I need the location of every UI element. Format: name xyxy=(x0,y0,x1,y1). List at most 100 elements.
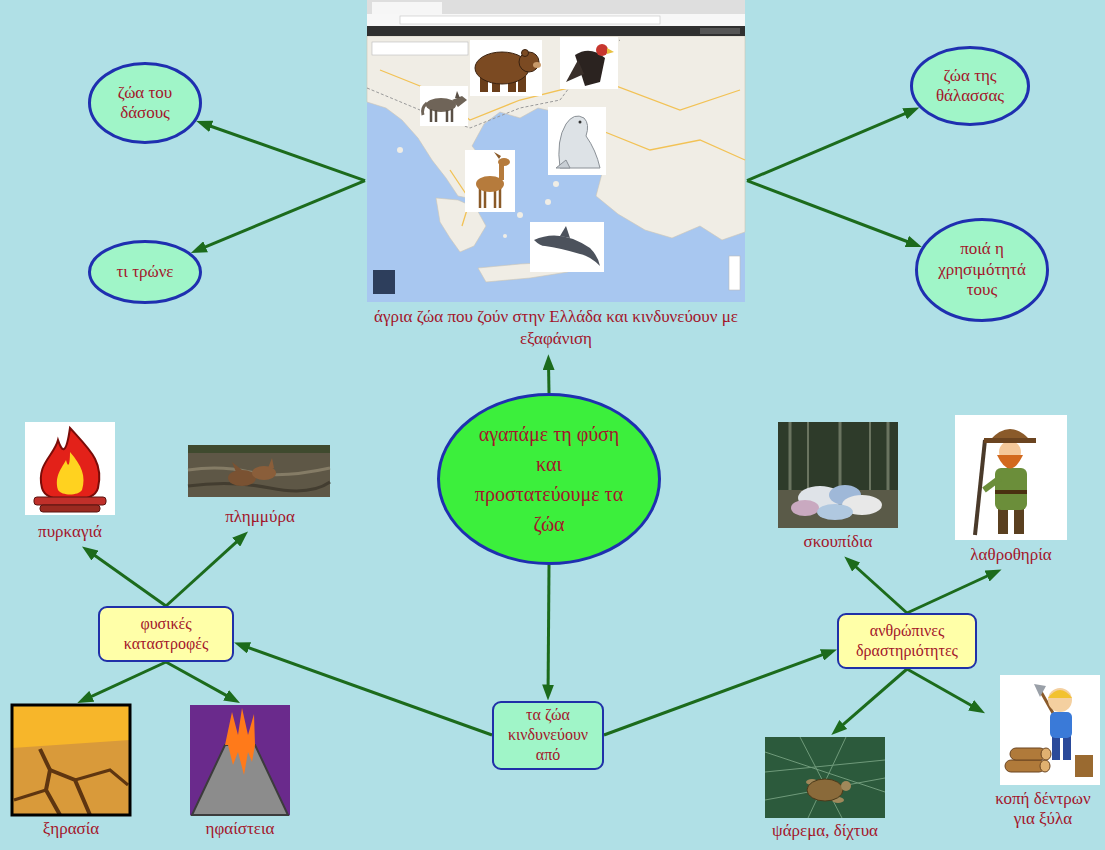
wolf-icon xyxy=(435,110,438,122)
deer-icon xyxy=(498,158,510,166)
lumberjack-icon xyxy=(1050,712,1072,738)
seal-icon xyxy=(556,160,570,168)
arrow-connector xyxy=(907,573,994,613)
node-label: αγαπάμε τη φύση και προστατεύουμε τα ζώα xyxy=(474,419,624,539)
flood-photo xyxy=(188,445,330,497)
garbage-photo xyxy=(791,500,819,516)
map-screenshot xyxy=(367,14,745,26)
lumberjack-icon xyxy=(1034,684,1046,697)
poacher-icon xyxy=(955,415,1067,540)
wolf-icon xyxy=(446,110,449,122)
node-label: τι τρώνε xyxy=(117,262,174,282)
fire-icon xyxy=(25,422,115,515)
picture-node: ηφαίστεια xyxy=(185,703,295,843)
garbage-photo xyxy=(839,422,842,492)
wolf-icon xyxy=(423,103,428,115)
wolf-icon xyxy=(455,91,460,98)
poacher-icon xyxy=(998,506,1008,534)
flood-photo xyxy=(268,458,274,468)
lumberjack-icon xyxy=(1063,736,1071,760)
lumberjack-icon xyxy=(1000,675,1100,785)
map-screenshot xyxy=(367,26,745,36)
wolf-icon xyxy=(430,109,433,122)
arrow-connector xyxy=(242,645,492,735)
wolf-icon xyxy=(420,86,468,126)
arrow-connector xyxy=(850,562,907,613)
fishing-net-photo xyxy=(765,737,885,818)
fire-icon xyxy=(25,422,115,515)
vulture-icon xyxy=(596,44,608,56)
wolf-icon xyxy=(420,86,468,126)
vulture-icon xyxy=(560,37,618,89)
bear-icon xyxy=(533,62,541,68)
picture-node: λαθροθηρία xyxy=(952,413,1070,569)
dolphin-icon xyxy=(530,222,604,272)
deer-icon xyxy=(499,164,504,180)
lumberjack-icon xyxy=(1048,688,1072,712)
arrow-connector xyxy=(547,565,551,693)
volcano-icon xyxy=(190,705,290,815)
map-screenshot xyxy=(553,181,559,187)
poacher-icon xyxy=(984,438,1036,443)
picture-label: κοπή δέντρων για ξύλα xyxy=(985,789,1101,830)
arrow-connector xyxy=(85,662,166,700)
process-box: τα ζώα κινδυνεύουν από xyxy=(492,701,604,770)
arrow-connector xyxy=(837,669,907,730)
topic-ellipse: ζώα του δάσους xyxy=(88,62,202,144)
lumberjack-icon xyxy=(1052,736,1060,760)
deer-icon xyxy=(499,188,502,208)
drought-icon xyxy=(12,705,130,815)
poacher-icon xyxy=(995,468,1027,510)
deer-icon xyxy=(494,152,501,159)
category-box: φυσικές καταστροφές xyxy=(98,606,234,662)
dolphin-icon xyxy=(530,222,604,272)
category-box: ανθρώπινες δραστηριότητες xyxy=(837,613,977,669)
garbage-photo xyxy=(807,422,809,492)
lumberjack-icon xyxy=(1048,690,1072,698)
lumberjack-icon xyxy=(1000,675,1100,785)
volcano-icon xyxy=(225,708,255,745)
vulture-icon xyxy=(566,60,584,82)
flood-photo xyxy=(228,470,256,486)
node-label: φυσικές καταστροφές xyxy=(104,614,228,654)
volcano-icon xyxy=(228,745,255,775)
picture-node: πλημμύρα xyxy=(185,443,335,531)
map-screenshot xyxy=(373,270,395,294)
map-screenshot xyxy=(367,0,745,302)
drought-icon xyxy=(75,770,128,785)
map-picture-node: άγρια ζώα που ζούν στην Ελλάδα και κινδυ… xyxy=(365,0,747,354)
fire-icon xyxy=(34,497,106,505)
picture-label: άγρια ζώα που ζούν στην Ελλάδα και κινδυ… xyxy=(365,306,747,350)
fire-icon xyxy=(41,428,100,500)
poacher-icon xyxy=(984,478,1000,490)
arrow-connector xyxy=(747,181,914,245)
arrow-connector xyxy=(747,111,912,181)
topic-ellipse: τι τρώνε xyxy=(88,240,202,304)
picture-node: ψάρεμα, δίχτυα xyxy=(762,735,888,845)
garbage-photo xyxy=(778,422,898,528)
picture-label: λαθροθηρία xyxy=(952,545,1070,565)
fishing-net-photo xyxy=(841,781,851,791)
flood-photo xyxy=(188,445,330,497)
flood-photo xyxy=(188,445,330,453)
drought-icon xyxy=(14,790,46,800)
flood-photo xyxy=(252,466,276,480)
drought-icon xyxy=(40,749,60,815)
drought-icon xyxy=(12,740,130,815)
map-screenshot xyxy=(517,212,523,218)
map-screenshot xyxy=(367,0,745,302)
map-screenshot xyxy=(372,2,442,14)
bear-icon xyxy=(522,50,529,57)
map-screenshot xyxy=(600,130,745,160)
poacher-icon xyxy=(997,455,1023,469)
arrow-connector xyxy=(204,124,365,181)
dolphin-icon xyxy=(560,226,570,238)
picture-label: σκουπίδια xyxy=(775,532,901,552)
flood-photo xyxy=(188,482,330,491)
map-screenshot xyxy=(367,0,745,14)
lumberjack-icon xyxy=(1005,760,1045,772)
seal-icon xyxy=(579,121,582,124)
garbage-photo xyxy=(789,422,792,492)
lumberjack-icon xyxy=(1041,748,1051,760)
